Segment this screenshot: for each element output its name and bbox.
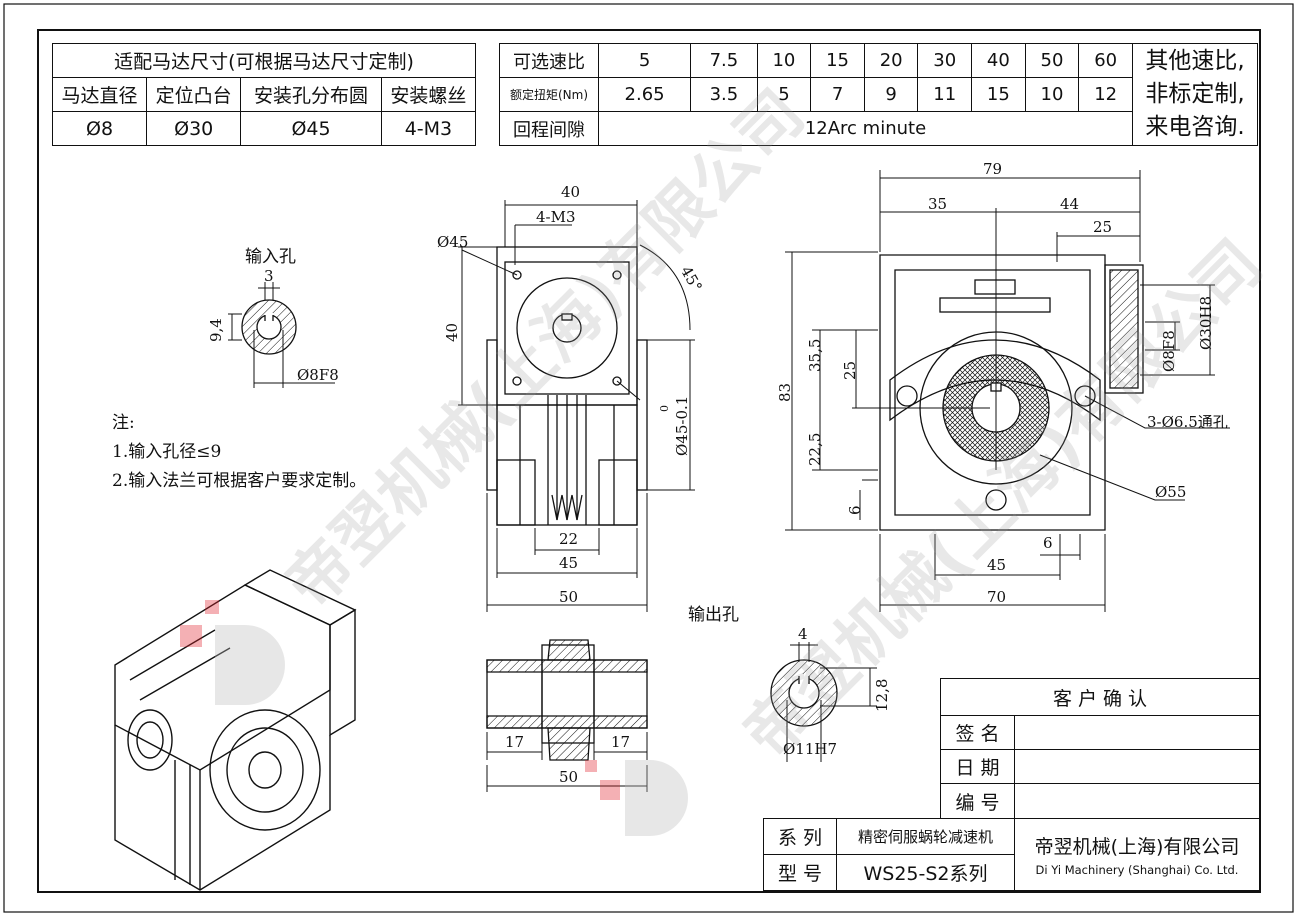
output-key-width: 4 — [798, 625, 808, 643]
isometric-view-drawing — [114, 569, 357, 891]
backlash-value: 12Arc minute — [598, 111, 1133, 146]
torque-cell: 2.65 — [597, 77, 692, 112]
side-dim-25-left: 25 — [841, 360, 859, 380]
motor-header-spigot: 定位凸台 — [146, 77, 242, 112]
motor-value-spigot: Ø30 — [146, 111, 242, 146]
motor-table-title: 适配马达尺寸(可根据马达尺寸定制) — [52, 43, 476, 78]
front-dim-22: 22 — [559, 530, 579, 548]
company-name-en: Di Yi Machinery (Shanghai) Co. Ltd. — [1035, 863, 1239, 877]
torque-cell: 7 — [810, 77, 865, 112]
ratio-cell: 10 — [756, 43, 812, 78]
motor-value-pcd: Ø45 — [240, 111, 382, 146]
side-dim-6-bottom: 6 — [1043, 534, 1053, 552]
ratio-cell: 60 — [1078, 43, 1133, 78]
side-dim-holes: 3-Ø6.5通孔 — [1147, 413, 1228, 431]
custom-note-line1: 其他速比, — [1145, 48, 1245, 74]
date-field[interactable] — [1014, 749, 1260, 784]
model-label: 型 号 — [763, 854, 837, 891]
motor-value-diameter: Ø8 — [51, 111, 148, 146]
input-bore-diameter: Ø8F8 — [297, 366, 339, 384]
front-dim-screws: 4-M3 — [536, 208, 576, 226]
custom-ratio-note: 其他速比, 非标定制, 来电咨询. — [1132, 43, 1258, 146]
front-dim-40-height: 40 — [443, 322, 461, 342]
side-dim-6-left: 6 — [846, 505, 864, 515]
torque-cell: 15 — [971, 77, 1026, 112]
side-dim-22-5: 22,5 — [806, 432, 824, 466]
side-dim-30h8: Ø30H8 — [1197, 295, 1215, 350]
input-hole-drawing — [228, 282, 335, 388]
shaft-dim-total: 50 — [559, 768, 579, 786]
code-field[interactable] — [1014, 783, 1260, 819]
custom-note-line2: 非标定制, — [1145, 81, 1245, 107]
ratio-cell: 20 — [863, 43, 919, 78]
front-dim-50: 50 — [559, 588, 579, 606]
torque-cell: 10 — [1024, 77, 1080, 112]
date-label: 日 期 — [940, 749, 1015, 784]
series-label: 系 列 — [763, 818, 837, 855]
output-shaft-drawing — [486, 639, 648, 792]
side-view-drawing — [785, 170, 1230, 612]
backlash-row-label: 回程间隙 — [499, 111, 599, 146]
ratio-cell: 5 — [597, 43, 692, 78]
side-dim-45: 45 — [987, 556, 1007, 574]
code-label: 编 号 — [940, 783, 1015, 819]
motor-header-pcd: 安装孔分布圆 — [240, 77, 382, 112]
torque-cell: 3.5 — [690, 77, 758, 112]
model-value: WS25-S2系列 — [836, 854, 1015, 891]
sign-label: 签 名 — [940, 715, 1015, 750]
motor-value-screw: 4-M3 — [380, 111, 477, 146]
notes-line-2: 2.输入法兰可根据客户要求定制。 — [112, 471, 367, 491]
front-dim-spigot-upper: 0 — [658, 405, 671, 412]
motor-header-screw: 安装螺丝 — [380, 77, 477, 112]
brand-logo-1 — [180, 600, 285, 705]
ratio-cell: 50 — [1024, 43, 1080, 78]
side-dim-79: 79 — [983, 160, 1003, 178]
side-dim-70: 70 — [987, 588, 1007, 606]
series-value: 精密伺服蜗轮减速机 — [836, 818, 1015, 855]
motor-header-diameter: 马达直径 — [51, 77, 148, 112]
sign-field[interactable] — [1014, 715, 1260, 750]
output-hole-drawing — [770, 642, 877, 762]
ratio-cell: 15 — [810, 43, 865, 78]
torque-cell: 12 — [1078, 77, 1133, 112]
front-dim-40-top: 40 — [561, 183, 581, 201]
company-block: 帝翌机械(上海)有限公司 Di Yi Machinery (Shanghai) … — [1014, 818, 1260, 891]
side-dim-35-5: 35,5 — [806, 338, 824, 372]
ratio-table: 可选速比 5 7.5 10 15 20 30 40 50 60 其他速比, 非标… — [499, 43, 1258, 146]
shaft-dim-left: 17 — [505, 733, 525, 751]
side-dim-44: 44 — [1060, 195, 1080, 213]
input-key-height: 9,4 — [207, 318, 225, 342]
notes-line-1: 1.输入孔径≤9 — [112, 442, 222, 462]
notes-title: 注: — [112, 413, 135, 433]
shaft-dim-right: 17 — [611, 733, 631, 751]
front-dim-spigot: Ø45-0.1 — [673, 395, 691, 456]
brand-logo-2 — [585, 760, 688, 836]
side-dim-35: 35 — [928, 195, 948, 213]
customer-confirm-title: 客 户 确 认 — [940, 678, 1260, 716]
title-block: 客 户 确 认 签 名 日 期 编 号 系 列 精密伺服蜗轮减速机 型 号 WS… — [763, 678, 1260, 891]
input-key-width: 3 — [264, 267, 274, 285]
side-dim-8f8: Ø8F8 — [1160, 330, 1178, 372]
side-dim-55: Ø55 — [1155, 483, 1187, 501]
torque-cell: 9 — [863, 77, 919, 112]
ratio-row-label: 可选速比 — [499, 43, 599, 78]
company-name-cn: 帝翌机械(上海)有限公司 — [1034, 836, 1240, 858]
front-dim-pcd: Ø45 — [437, 233, 469, 251]
front-view-drawing — [458, 200, 695, 612]
side-dim-83: 83 — [776, 382, 794, 402]
output-hole-title: 输出孔 — [688, 605, 739, 625]
side-dim-25-top: 25 — [1093, 218, 1113, 236]
output-bore-diameter: Ø11H7 — [783, 740, 838, 758]
custom-note-line3: 来电咨询. — [1145, 114, 1245, 140]
front-dim-45: 45 — [559, 554, 579, 572]
input-hole-title: 输入孔 — [245, 247, 296, 267]
motor-size-table: 适配马达尺寸(可根据马达尺寸定制) 马达直径 定位凸台 安装孔分布圆 安装螺丝 … — [51, 43, 477, 146]
